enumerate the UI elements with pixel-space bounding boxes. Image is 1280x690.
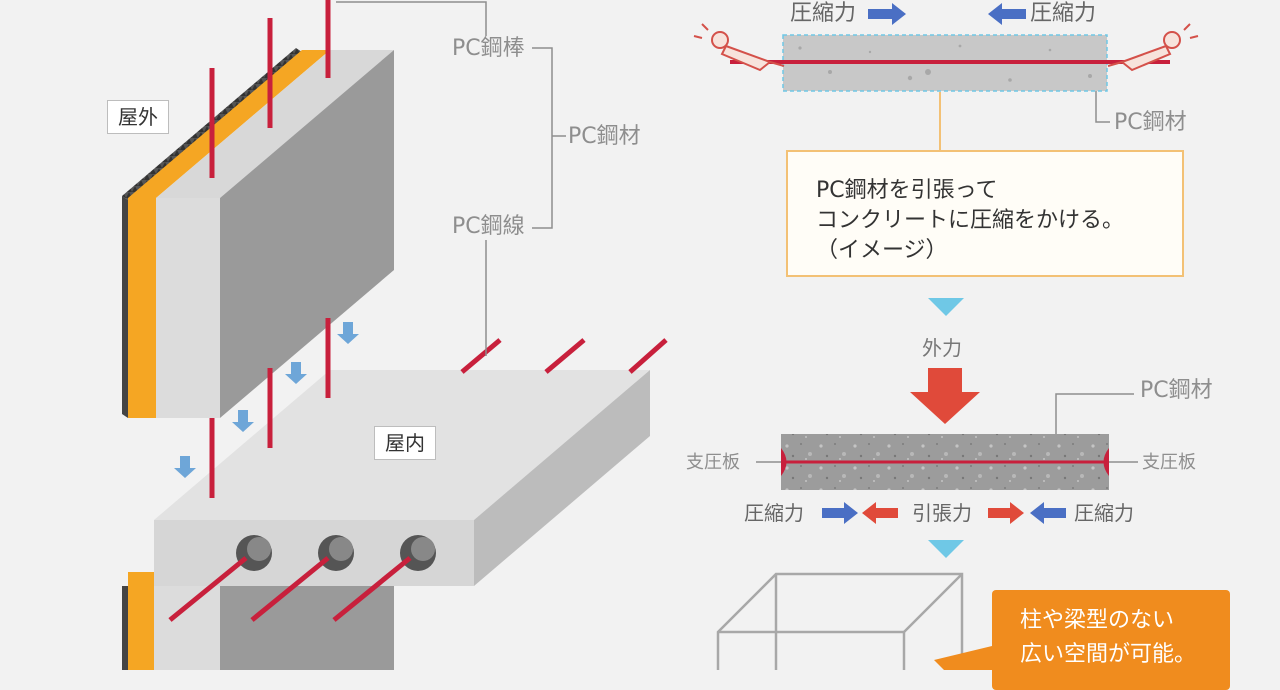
callout-line-3: （イメージ）	[816, 238, 948, 263]
concrete-side	[220, 50, 394, 418]
upper-wall-panel	[122, 48, 394, 418]
pc-material-top-label: PC鋼材	[1114, 110, 1187, 135]
loaded-beam	[756, 393, 1138, 490]
pc-material-label: PC鋼材	[568, 124, 641, 149]
compression-arrow-left	[822, 502, 858, 524]
bearing-plate-right-label: 支圧板	[1142, 452, 1196, 473]
callout-line-2: コンクリートに圧縮をかける。	[816, 208, 1125, 233]
lower-wall-panel	[122, 572, 394, 670]
pc-material-beam-label: PC鋼材	[1140, 378, 1213, 403]
pretension-callout: PC鋼材を引張って コンクリートに圧縮をかける。 （イメージ）	[786, 150, 1184, 277]
indoor-label: 屋内	[374, 426, 436, 460]
compression-label-top-left: 圧縮力	[790, 1, 857, 26]
pc-construction-diagram: 屋外 屋内 PC鋼棒 PC鋼材 PC鋼線 圧縮力 圧縮力 PC鋼材 PC鋼材を引…	[107, 0, 1230, 690]
leader-lines	[336, 1, 566, 356]
diagram-svg	[122, 0, 1199, 670]
compression-label-right: 圧縮力	[1074, 501, 1134, 525]
compression-label-top-right: 圧縮力	[1030, 1, 1097, 26]
wall-ridge-side	[122, 196, 128, 418]
concrete-top	[156, 50, 394, 198]
person-pushing-right-icon	[1107, 23, 1199, 72]
open-space-wireframe	[716, 572, 964, 670]
bearing-plate-left	[781, 448, 787, 476]
pretension-illustration	[693, 3, 1199, 150]
flow-triangle-2	[928, 540, 964, 558]
assembly-arrows	[174, 322, 359, 478]
result-line-2: 広い空間が可能。	[1020, 642, 1197, 667]
tension-label: 引張力	[912, 501, 972, 525]
compression-arrow-right	[1030, 502, 1066, 524]
arrow-right-blue	[868, 3, 906, 25]
result-box-pointer	[934, 646, 992, 670]
pc-bar-label: PC鋼棒	[452, 36, 525, 61]
open-space-result-box: 柱や梁型のない 広い空間が可能。	[992, 590, 1230, 690]
insulation-face	[128, 198, 156, 418]
flow-triangle-1	[928, 298, 964, 316]
arrow-left-blue	[988, 3, 1026, 25]
external-force-arrow	[910, 368, 980, 424]
result-line-1: 柱や梁型のない	[1020, 608, 1175, 633]
tension-arrow-right	[988, 502, 1024, 524]
pc-wire-label: PC鋼線	[452, 214, 525, 239]
slab-side	[474, 370, 650, 586]
pc-steel-bars	[209, 0, 331, 498]
tension-arrow-left	[862, 502, 898, 524]
concrete-face	[156, 198, 220, 418]
bearing-plate-left-label: 支圧板	[686, 452, 740, 473]
insulation-top	[128, 50, 330, 198]
outdoor-label: 屋外	[107, 100, 169, 134]
pc-steel-wires	[168, 338, 668, 622]
compression-label-left: 圧縮力	[744, 501, 804, 525]
callout-line-1: PC鋼材を引張って	[816, 178, 998, 203]
bearing-plate-right	[1103, 448, 1109, 476]
external-force-label: 外力	[922, 336, 962, 360]
person-pushing-left-icon	[693, 23, 785, 72]
